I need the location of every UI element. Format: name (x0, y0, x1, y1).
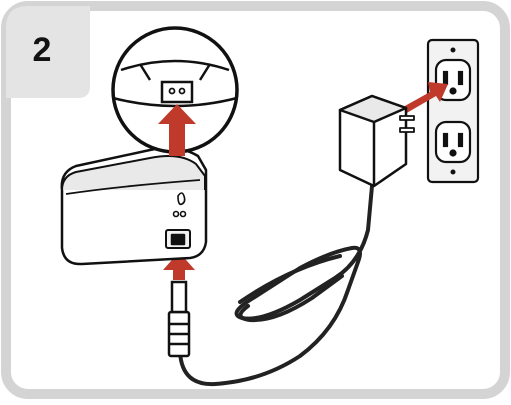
wall-outlet (426, 38, 480, 184)
port-zoom-inset (111, 26, 239, 154)
power-adapter (338, 94, 415, 188)
port-zoom-arrow (158, 104, 196, 150)
base-station-device (60, 146, 208, 266)
step-badge-background (6, 6, 90, 98)
dc-plug (167, 280, 191, 358)
adapter-to-outlet-arrow (394, 82, 448, 118)
step-number: 2 (32, 31, 52, 69)
plug-in-arrow (163, 252, 195, 280)
power-cord (178, 184, 374, 387)
